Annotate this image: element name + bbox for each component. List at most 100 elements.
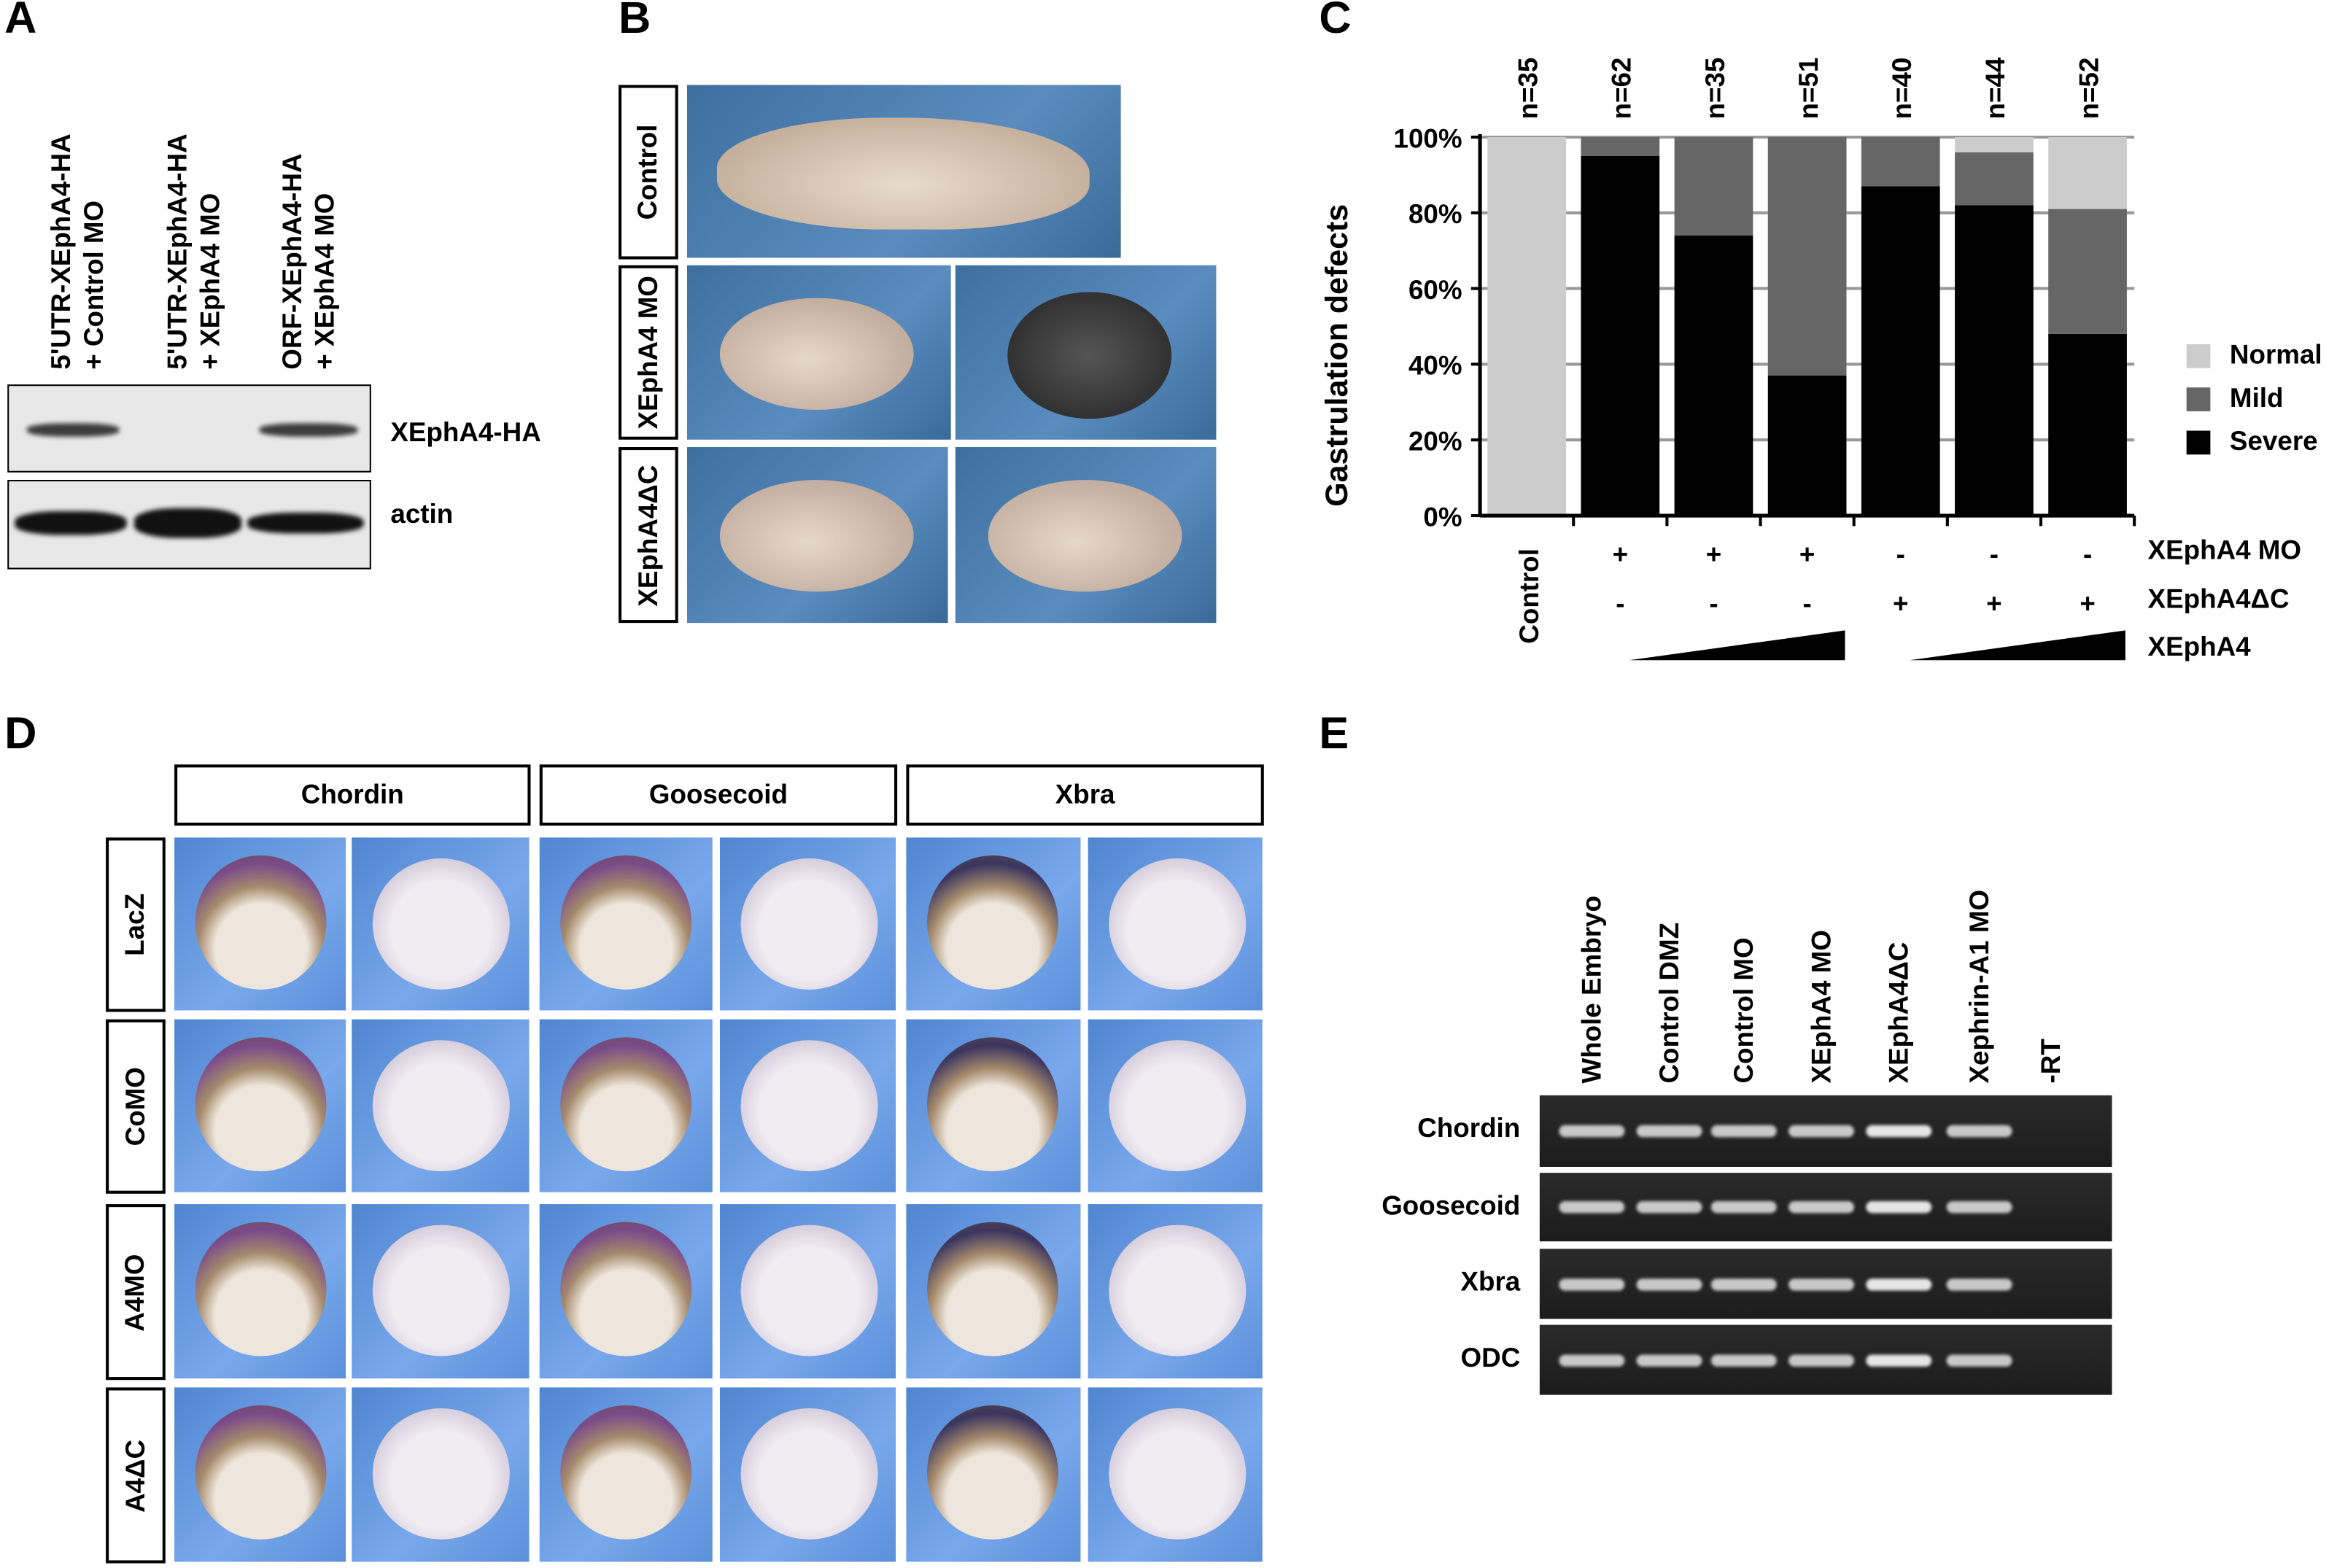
dose-ramp <box>1910 630 2125 661</box>
blot-band <box>133 508 242 538</box>
gel-band <box>1946 1354 2012 1366</box>
embryo-photo <box>539 1204 713 1379</box>
legend-swatch-severe <box>2186 430 2211 455</box>
embryo <box>372 1224 510 1357</box>
condition-mark: + <box>1986 589 2001 618</box>
column-header-label: Chordin <box>301 779 404 810</box>
panel-label-a: A <box>4 0 37 44</box>
gel-band <box>1788 1200 1854 1214</box>
embryo <box>740 1408 878 1540</box>
embryo-photo <box>539 1019 713 1192</box>
condition-mark: + <box>2080 589 2095 618</box>
embryo-photo <box>719 1387 896 1562</box>
gel-band <box>1710 1200 1777 1214</box>
column-header-label: Xbra <box>1055 779 1115 810</box>
gel-band <box>1866 1125 1932 1138</box>
gel-lane-label: XEphA4 MO <box>1806 930 1837 1084</box>
gel-lane-label: -RT <box>2036 1039 2066 1084</box>
dose-ramp <box>1629 630 1845 661</box>
embryo-photo <box>352 837 530 1011</box>
gel-band <box>1946 1125 2012 1138</box>
blot-band <box>247 512 364 534</box>
blot-band <box>259 423 358 437</box>
embryo <box>372 1408 510 1540</box>
row-label: LacZ <box>120 893 150 956</box>
gel-band <box>1636 1200 1702 1214</box>
embryo <box>372 858 510 990</box>
bar-segment-normal <box>1487 136 1567 516</box>
row-label-box: XEphA4 MO <box>619 265 678 440</box>
bar-segment-severe <box>1955 205 2034 516</box>
gel-row <box>1539 1249 2112 1319</box>
embryo-photo <box>352 1204 530 1379</box>
gel-row-label: Xbra <box>1460 1266 1521 1297</box>
y-tick-label: 0% <box>1423 502 1462 532</box>
gel-lane-label: Control DMZ <box>1654 922 1685 1084</box>
embryo <box>740 1040 878 1172</box>
embryo-photo <box>1088 1387 1263 1562</box>
panel-label-d: D <box>4 709 37 759</box>
row-label: A4MO <box>120 1253 150 1331</box>
n-label: n=51 <box>1794 58 1824 120</box>
y-tick-label: 100% <box>1394 123 1462 153</box>
embryo-photo <box>539 837 713 1011</box>
gel-band <box>1788 1125 1854 1138</box>
embryo <box>195 1222 327 1357</box>
gel-lane-label: XEphA4ΔC <box>1883 942 1914 1084</box>
embryo-photo <box>539 1387 713 1562</box>
embryo-photo <box>174 1019 346 1192</box>
condition-mark: + <box>1799 539 1815 569</box>
gel-band <box>1636 1354 1702 1366</box>
embryo-photo <box>352 1019 530 1192</box>
embryo-photo <box>719 1204 896 1379</box>
condition-label: XEphA4 MO <box>2147 535 2302 565</box>
column-header-label: Goosecoid <box>648 779 788 810</box>
embryo <box>560 1222 692 1357</box>
category-label-control: Control <box>1514 548 1544 644</box>
embryo-photo <box>955 447 1217 624</box>
bar-segment-severe <box>1861 186 1940 516</box>
row-label-box: CoMO <box>106 1019 166 1194</box>
legend-label: Normal <box>2229 339 2322 370</box>
gel-band <box>1946 1200 2012 1214</box>
embryo <box>1109 1040 1247 1172</box>
embryo <box>740 858 878 990</box>
bar-segment-severe <box>2048 333 2127 516</box>
column-header: Goosecoid <box>539 764 898 826</box>
condition-mark: - <box>1616 589 1624 618</box>
column-header: Chordin <box>174 764 531 826</box>
y-tick-label: 80% <box>1408 199 1462 229</box>
embryo <box>560 1037 692 1172</box>
gel-band <box>1788 1354 1854 1366</box>
embryo-photo <box>906 1387 1081 1562</box>
embryo <box>988 479 1182 592</box>
embryo-photo <box>719 837 896 1011</box>
gel-row-label: ODC <box>1460 1343 1521 1373</box>
gel-band <box>1559 1278 1625 1290</box>
y-tick-label: 40% <box>1408 351 1462 381</box>
embryo-photo <box>352 1387 530 1562</box>
bar-segment-normal <box>2048 136 2127 209</box>
embryo <box>1109 1408 1247 1540</box>
condition-label: XEphA4ΔC <box>2147 584 2290 614</box>
n-label: n=35 <box>1513 58 1543 120</box>
legend-label: Mild <box>2229 383 2284 414</box>
embryo <box>1109 858 1247 990</box>
embryo <box>926 855 1058 990</box>
blot-label: XEphA4-HA <box>390 417 541 448</box>
gel-band <box>1866 1200 1932 1214</box>
embryo-photo <box>906 837 1081 1011</box>
gel-band <box>1788 1278 1854 1290</box>
embryo <box>716 117 1090 230</box>
n-label: n=52 <box>2074 58 2104 120</box>
condition-mark: + <box>1893 589 1908 618</box>
row-label-box: XEphA4ΔC <box>619 447 678 624</box>
bar-segment-normal <box>1955 136 2034 152</box>
gel-band <box>1559 1125 1625 1138</box>
gel-row <box>1539 1173 2112 1242</box>
embryo-photo <box>1088 1204 1263 1379</box>
gel-band <box>1559 1200 1625 1214</box>
bar-segment-severe <box>1767 375 1847 516</box>
embryo <box>195 855 327 990</box>
gel-band <box>1636 1278 1702 1290</box>
